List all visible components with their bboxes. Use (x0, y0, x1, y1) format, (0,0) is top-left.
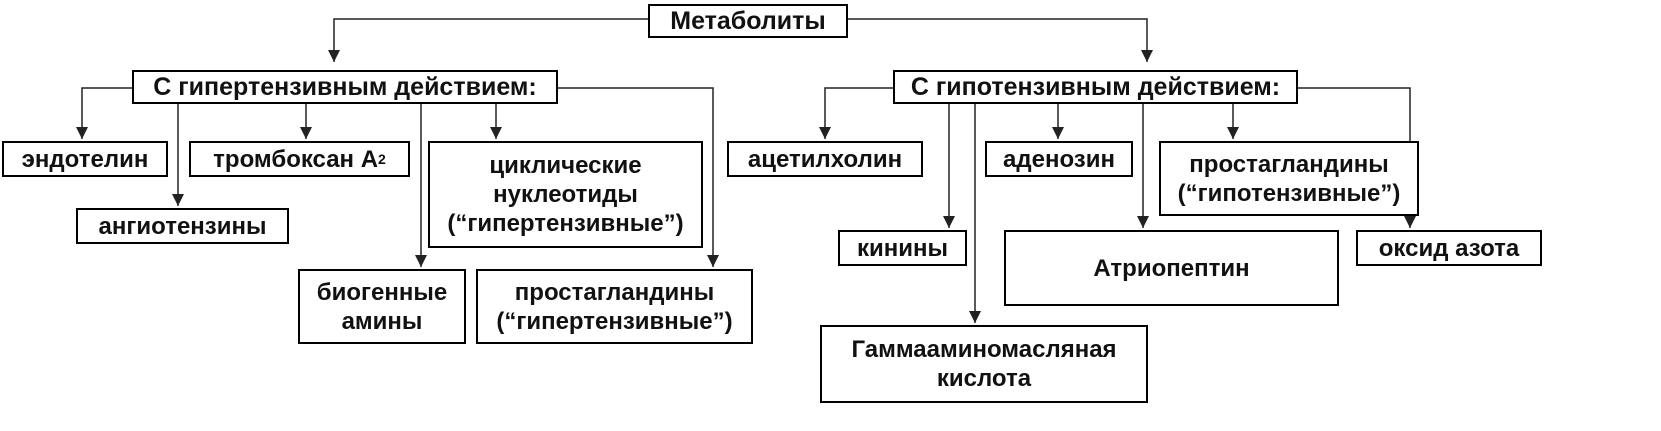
hypertensive-category-node: С гипертензивным действием: (132, 70, 558, 104)
cyclic-nucleotides-node: циклические нуклеотиды (“гипертензивные”… (428, 141, 703, 248)
arrow-to-endothelin (76, 87, 132, 139)
biogenic-amines-node: биогенные амины (298, 269, 466, 344)
root-node: Метаболиты (648, 4, 848, 38)
nitric-oxide-node: оксид азота (1356, 230, 1542, 266)
prostaglandins-hypotensive-node: простагландины (“гипотензивные”) (1159, 141, 1419, 216)
gaba-node: Гаммааминомасляная кислота (820, 325, 1148, 403)
prostaglandins-hypertensive-node: простагландины (“гипертензивные”) (476, 269, 753, 344)
angiotensins-node: ангиотензины (76, 208, 289, 244)
hypotensive-category-node: С гипотензивным действием: (893, 70, 1298, 104)
atriopeptin-node: Атриопептин (1004, 230, 1339, 306)
endothelin-node: эндотелин (2, 141, 168, 177)
acetylcholine-node: ацетилхолин (727, 141, 923, 177)
thromboxane-label: тромбоксан A (213, 145, 379, 173)
kinins-node: кинины (838, 230, 967, 266)
adenosine-node: аденозин (985, 141, 1133, 177)
arrow-to-prostaglandins-hyper (558, 87, 719, 267)
root-to-hypotensive-arrow (848, 18, 1153, 62)
arrow-to-acetylcholine (819, 87, 893, 139)
root-to-hypertensive-arrow (328, 18, 648, 62)
